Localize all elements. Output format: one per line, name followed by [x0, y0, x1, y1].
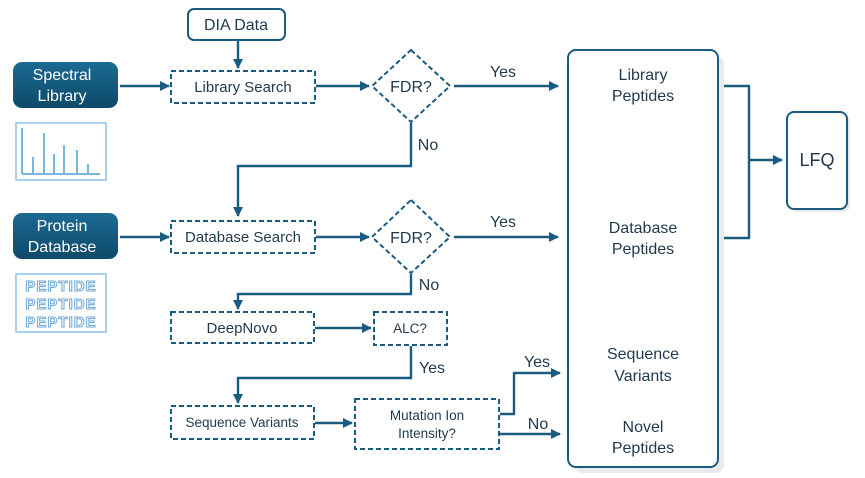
dia-data-node: DIA Data: [187, 8, 286, 41]
alc-decision: ALC?: [373, 311, 448, 346]
mutation-no-label: No: [528, 416, 549, 433]
mutation-ion-intensity-decision: Mutation Ion Intensity?: [354, 398, 500, 450]
peptide-glyph-row-3: PEPTIDE: [25, 314, 96, 331]
spectral-library-node: Spectral Library: [13, 62, 118, 108]
dia-data-label: DIA Data: [204, 17, 268, 34]
library-peptides-line1: Library: [619, 67, 668, 84]
database-search-label: Database Search: [185, 229, 301, 246]
database-search-node: Database Search: [170, 220, 316, 254]
peptide-glyph-row-2: PEPTIDE: [25, 296, 96, 313]
sequence-variants-node: Sequence Variants: [170, 405, 315, 440]
peptide-glyph-row-1: PEPTIDE: [25, 278, 96, 295]
protein-database-node: Protein Database: [13, 213, 118, 259]
alc-label: ALC?: [393, 321, 427, 336]
edge-results-to-lfq: [720, 84, 782, 240]
edge-alc-yes: [232, 346, 413, 405]
novel-peptides-line1: Novel: [623, 419, 664, 436]
protein-database-label-line1: Protein: [37, 218, 88, 235]
edges: [120, 40, 782, 440]
fdr1-no-label: No: [418, 137, 439, 154]
alc-yes-label: Yes: [419, 360, 445, 377]
deepnovo-label: DeepNovo: [207, 320, 278, 337]
sequence-variants-box-label: Sequence Variants: [185, 415, 298, 430]
fdr2-yes-label: Yes: [490, 214, 516, 231]
fdr2-no-label: No: [419, 277, 440, 294]
mutation-yes-label: Yes: [524, 354, 550, 371]
library-search-node: Library Search: [170, 70, 316, 104]
protein-database-label-line2: Database: [28, 239, 97, 256]
deepnovo-node: DeepNovo: [170, 311, 315, 344]
library-peptides-line2: Peptides: [612, 88, 674, 105]
results-panel: Library Peptides Database Peptides Seque…: [567, 49, 724, 473]
database-peptides-line2: Peptides: [612, 241, 674, 258]
spectral-library-label-line2: Library: [38, 88, 87, 105]
library-search-label: Library Search: [194, 79, 292, 96]
fdr1-yes-label: Yes: [490, 64, 516, 81]
edge-labels: Yes No Yes No Yes Yes No: [418, 64, 550, 433]
spectral-library-label-line1: Spectral: [33, 67, 92, 84]
edge-mutation-yes: [500, 367, 562, 416]
database-peptides-line1: Database: [609, 220, 678, 237]
mutation-ion-intensity-label-line2: Intensity?: [398, 426, 456, 441]
lfq-label: LFQ: [799, 150, 834, 170]
edge-fdr1-no: [232, 123, 413, 218]
fdr-2-label: FDR?: [390, 230, 432, 247]
fdr-1-decision: FDR?: [370, 48, 452, 124]
mutation-ion-intensity-label-line1: Mutation Ion: [390, 408, 464, 423]
peptide-sequences-icon: PEPTIDE PEPTIDE PEPTIDE: [15, 273, 107, 333]
lfq-node: LFQ: [786, 111, 850, 212]
fdr-1-label: FDR?: [390, 79, 432, 96]
sequence-variants-result-line2: Variants: [614, 368, 672, 385]
edge-fdr2-no: [232, 274, 413, 311]
sequence-variants-result-line1: Sequence: [607, 346, 679, 363]
fdr-2-decision: FDR?: [370, 198, 452, 275]
spectrum-chart-icon: [15, 122, 107, 181]
novel-peptides-line2: Peptides: [612, 440, 674, 457]
